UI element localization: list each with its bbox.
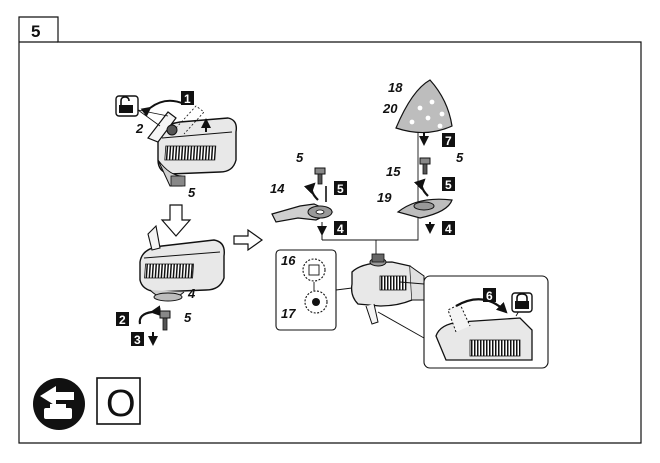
right-arrow-hollow <box>233 228 264 252</box>
label-19: 19 <box>377 190 392 205</box>
rotate-arrow-icon <box>138 305 162 325</box>
off-symbol-box: O <box>96 377 141 425</box>
label-2: 2 <box>135 121 144 136</box>
step-1-badge: 1 <box>181 91 194 106</box>
label-5-right: 5 <box>456 150 464 165</box>
tool-head-upper <box>137 99 238 187</box>
svg-text:3: 3 <box>134 333 141 347</box>
svg-text:4: 4 <box>445 222 452 236</box>
unlock-icon <box>115 95 139 117</box>
step-2-badge: 2 <box>116 312 129 327</box>
svg-text:4: 4 <box>337 222 344 236</box>
svg-text:5: 5 <box>337 182 344 196</box>
label-16: 16 <box>281 253 296 268</box>
saw-blade <box>271 203 334 223</box>
figure-frame <box>18 16 642 444</box>
screw-part-right <box>419 157 431 175</box>
step-7-badge: 7 <box>442 133 455 148</box>
battery-remove-icon <box>33 378 85 430</box>
label-4: 4 <box>187 286 196 301</box>
sanding-base <box>396 198 453 219</box>
off-symbol-text: O <box>106 383 136 425</box>
figure-number: 5 <box>31 22 40 41</box>
label-5-mid: 5 <box>296 150 304 165</box>
sanding-sheet <box>395 79 453 134</box>
label-14: 14 <box>270 181 285 196</box>
tool-head-lower <box>139 224 225 302</box>
step-5-badge-right: 5 <box>442 177 455 192</box>
svg-text:6: 6 <box>486 289 493 303</box>
flange-detail-box: 16 17 <box>275 249 337 331</box>
rotate-arrow-right <box>413 178 429 197</box>
label-5-upper: 5 <box>188 185 196 200</box>
rotate-arrow-mid <box>303 182 319 201</box>
label-5-lower: 5 <box>184 310 192 325</box>
svg-text:7: 7 <box>445 134 452 148</box>
step-3-badge: 3 <box>131 332 144 347</box>
svg-text:1: 1 <box>184 92 191 106</box>
label-15: 15 <box>386 164 401 179</box>
label-20: 20 <box>382 101 398 116</box>
label-18: 18 <box>388 80 403 95</box>
label-17: 17 <box>281 306 296 321</box>
svg-text:2: 2 <box>119 313 126 327</box>
svg-text:5: 5 <box>445 178 452 192</box>
down-arrow-hollow <box>160 204 192 237</box>
step-6-badge: 6 <box>483 288 496 303</box>
screw-part-mid <box>314 167 326 185</box>
step-5-badge-left: 5 <box>334 181 347 196</box>
lock-icon <box>511 292 533 313</box>
step-4-badge-right: 4 <box>442 221 455 236</box>
step-4-badge-left: 4 <box>334 221 347 236</box>
screw-part <box>159 310 171 331</box>
